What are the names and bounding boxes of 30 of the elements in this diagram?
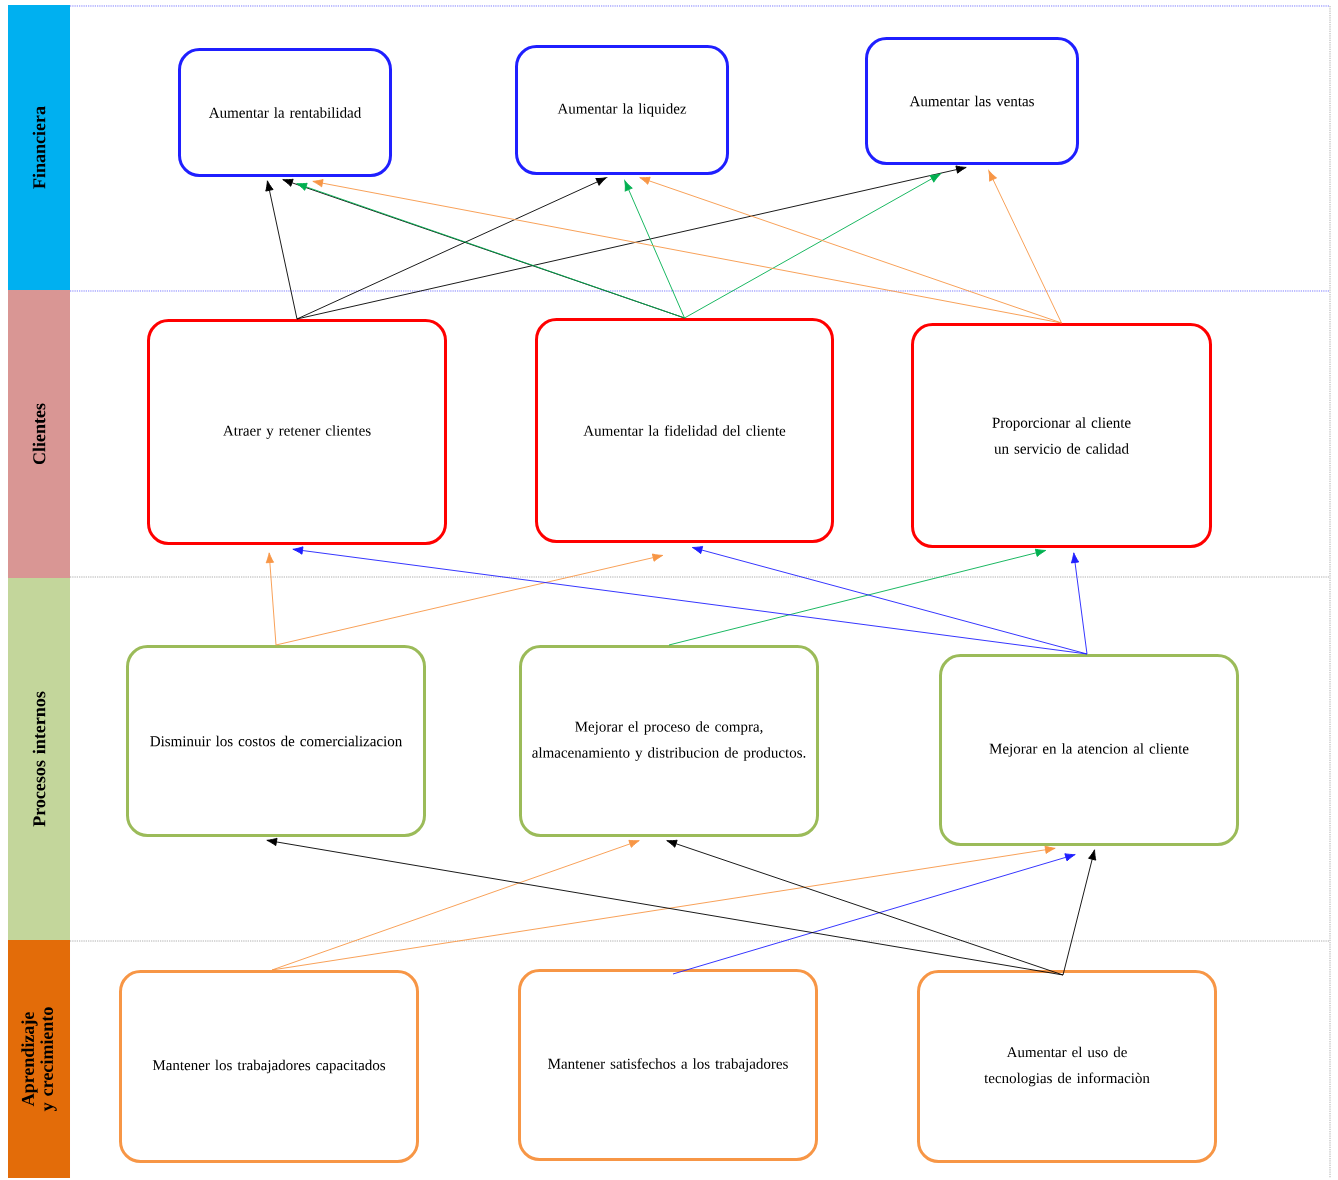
objective-box: Mantener los trabajadores capacitados	[119, 970, 419, 1163]
arrow	[296, 165, 967, 320]
arrow	[988, 170, 1062, 324]
arrow	[624, 180, 685, 319]
perspective-band: Clientes	[8, 290, 70, 578]
arrow	[691, 545, 1088, 655]
arrow	[265, 552, 277, 646]
arrow	[265, 180, 298, 320]
arrow	[639, 176, 1062, 324]
arrow	[1070, 552, 1088, 655]
arrow	[1062, 849, 1097, 976]
arrow	[684, 173, 941, 319]
objective-box: Aumentar el uso de tecnologias de informaciòn	[917, 970, 1217, 1163]
objective-box: Aumentar la liquidez	[515, 45, 729, 175]
perspective-band: Procesos internos	[8, 578, 70, 940]
arrow	[296, 177, 607, 320]
objective-box: Mantener satisfechos a los trabajadores	[518, 969, 818, 1161]
arrow	[271, 839, 640, 971]
perspective-band: Aprendizaje y crecimiento	[8, 940, 70, 1178]
objective-box: Atraer y retener clientes	[147, 319, 447, 545]
arrow	[275, 553, 664, 646]
objective-box: Disminuir los costos de comercializacion	[126, 645, 426, 837]
objective-box: Aumentar la rentabilidad	[178, 48, 392, 177]
perspective-band: Financiera	[8, 5, 70, 290]
objective-box: Mejorar en la atencion al cliente	[939, 654, 1239, 846]
objective-box: Mejorar el proceso de compra, almacenamiento y distribucion de productos.	[519, 645, 819, 837]
objective-box: Aumentar la fidelidad del cliente	[535, 318, 834, 543]
objective-box: Aumentar las ventas	[865, 37, 1079, 165]
objective-box: Proporcionar al cliente un servicio de calidad	[911, 323, 1212, 548]
arrow	[668, 548, 1047, 646]
